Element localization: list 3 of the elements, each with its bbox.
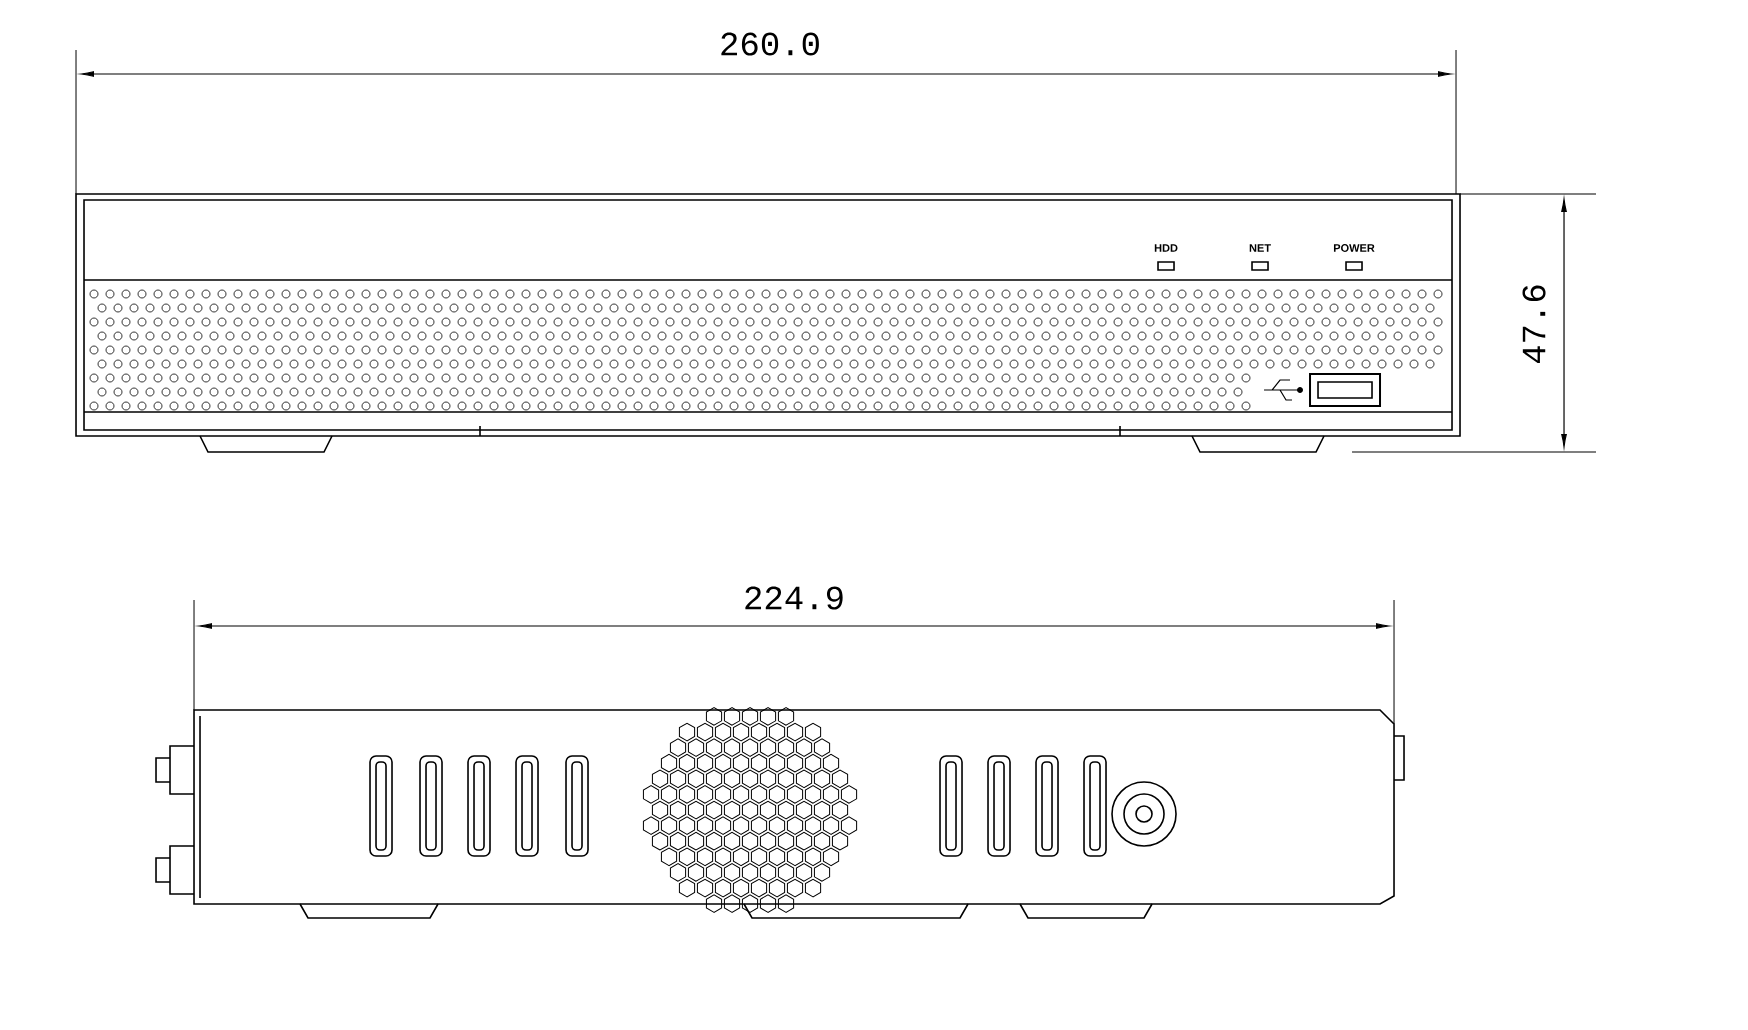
dimension-label: 260.0 (721, 32, 819, 56)
dimension-label: 224.9 (745, 586, 843, 610)
dimension-label: 47.6 (1522, 285, 1546, 364)
